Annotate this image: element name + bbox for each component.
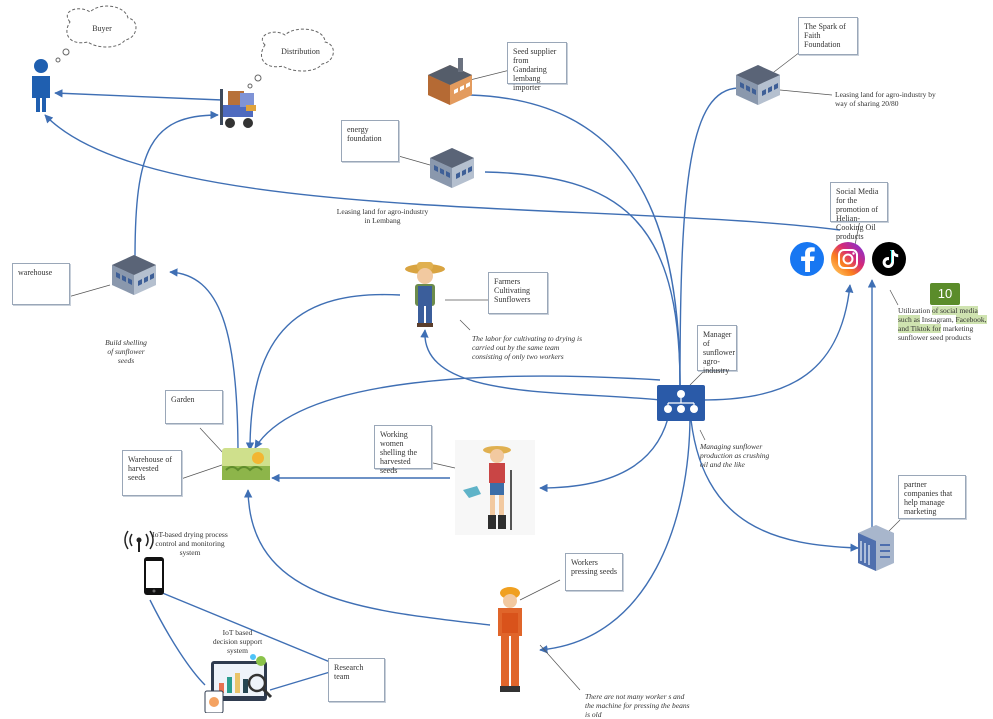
energy-foundation-note: energy foundation	[341, 120, 399, 162]
farmer-icon	[405, 262, 445, 327]
distribution-forklift-icon	[220, 89, 256, 128]
warehouse-harvested-note: Warehouse of harvested seeds	[122, 450, 182, 496]
seed-supplier-factory-icon	[428, 58, 472, 105]
smartphone-icon	[144, 557, 164, 595]
comment-count-badge[interactable]: 10	[930, 283, 960, 305]
social-util-post: marketing sunflower seed products	[898, 324, 974, 342]
machine-note-label: There are not many worker s and the mach…	[585, 692, 690, 719]
connector-phone-analytics	[149, 599, 206, 686]
manager-note: Manager of sunflower agro-industry	[697, 325, 737, 375]
connector-manager-woman	[539, 409, 671, 493]
connector-lines	[44, 87, 877, 691]
seed-supplier-note: Seed supplier from Gandaring lembang imp…	[507, 42, 567, 92]
distribution-cloud-label: Distribution	[281, 47, 320, 56]
garden-field-icon	[222, 448, 270, 480]
connector-manager-garden	[254, 375, 661, 449]
connector-manager-worker	[539, 414, 691, 654]
note-pointers	[67, 51, 901, 691]
connector-manager-social	[699, 284, 854, 401]
buyer-cloud-label: Buyer	[92, 24, 112, 33]
build-shelling-label: Build shelling of sunflower seeds	[105, 338, 147, 365]
social-util-mid: Instagram,	[919, 315, 956, 324]
connector-research-analytics	[269, 671, 331, 691]
wireless-antenna-icon	[124, 530, 154, 552]
partner-companies-note: partner companies that help manage marke…	[898, 475, 966, 519]
distribution-thought-cloud	[247, 28, 334, 89]
connector-farmer-garden	[245, 293, 401, 451]
connector-social-buyer	[44, 114, 841, 231]
buyer-person-icon	[32, 59, 50, 112]
facebook-icon	[790, 242, 824, 276]
spark-faith-note: The Spark of Faith Foundation	[798, 17, 858, 55]
labor-note-label: The labor for cultivating to drying is c…	[472, 334, 582, 361]
connector-worker-garden	[243, 489, 491, 626]
connector-phone-research	[159, 591, 331, 663]
connector-garden-warehouse	[169, 268, 239, 456]
leasing-spark-label: Leasing land for agro-industry by way of…	[835, 90, 936, 108]
connector-manager-energy	[484, 171, 681, 386]
working-woman-gardener-icon	[455, 440, 535, 535]
social-media-note: Social Media for the promotion of Helian…	[830, 182, 888, 241]
warehouse-note: warehouse	[12, 263, 70, 305]
connector-manager-partner	[689, 409, 859, 552]
warehouse-building-icon	[112, 255, 156, 295]
farmers-note: Farmers Cultivating Sunflowers	[488, 272, 548, 314]
tiktok-icon	[872, 242, 906, 276]
working-women-note: Working women shelling the harvested see…	[374, 425, 432, 475]
research-team-note: Research team	[328, 658, 385, 702]
garden-note: Garden	[165, 390, 223, 424]
social-util-pre: Utilization	[898, 306, 932, 315]
iot-decision-label: IoT based decision support system	[212, 628, 263, 655]
worker-icon	[498, 587, 522, 692]
connector-distribution-buyer	[54, 89, 223, 101]
spark-foundation-building-icon	[736, 65, 780, 105]
analytics-icon	[204, 654, 273, 713]
social-utilization-label: Utilization of social media such as Inst…	[898, 306, 993, 342]
connector-warehouse-distribution	[134, 110, 219, 259]
connector-manager-seed	[469, 94, 681, 386]
workers-pressing-note: Workers pressing seeds	[565, 553, 623, 591]
connector-manager-farmer	[420, 329, 661, 401]
manager-organization-icon	[657, 385, 705, 421]
leasing-energy-label: Leasing land for agro-industry in Lemban…	[336, 207, 429, 225]
iot-drying-label: IoT-based drying process control and mon…	[152, 530, 228, 557]
instagram-icon	[831, 242, 865, 276]
energy-foundation-building-icon	[430, 148, 474, 188]
buyer-thought-cloud	[55, 5, 137, 63]
managing-note-label: Managing sunflower production as crushin…	[700, 442, 770, 469]
connector-manager-spark	[679, 87, 739, 386]
partner-office-building-icon	[858, 525, 894, 571]
